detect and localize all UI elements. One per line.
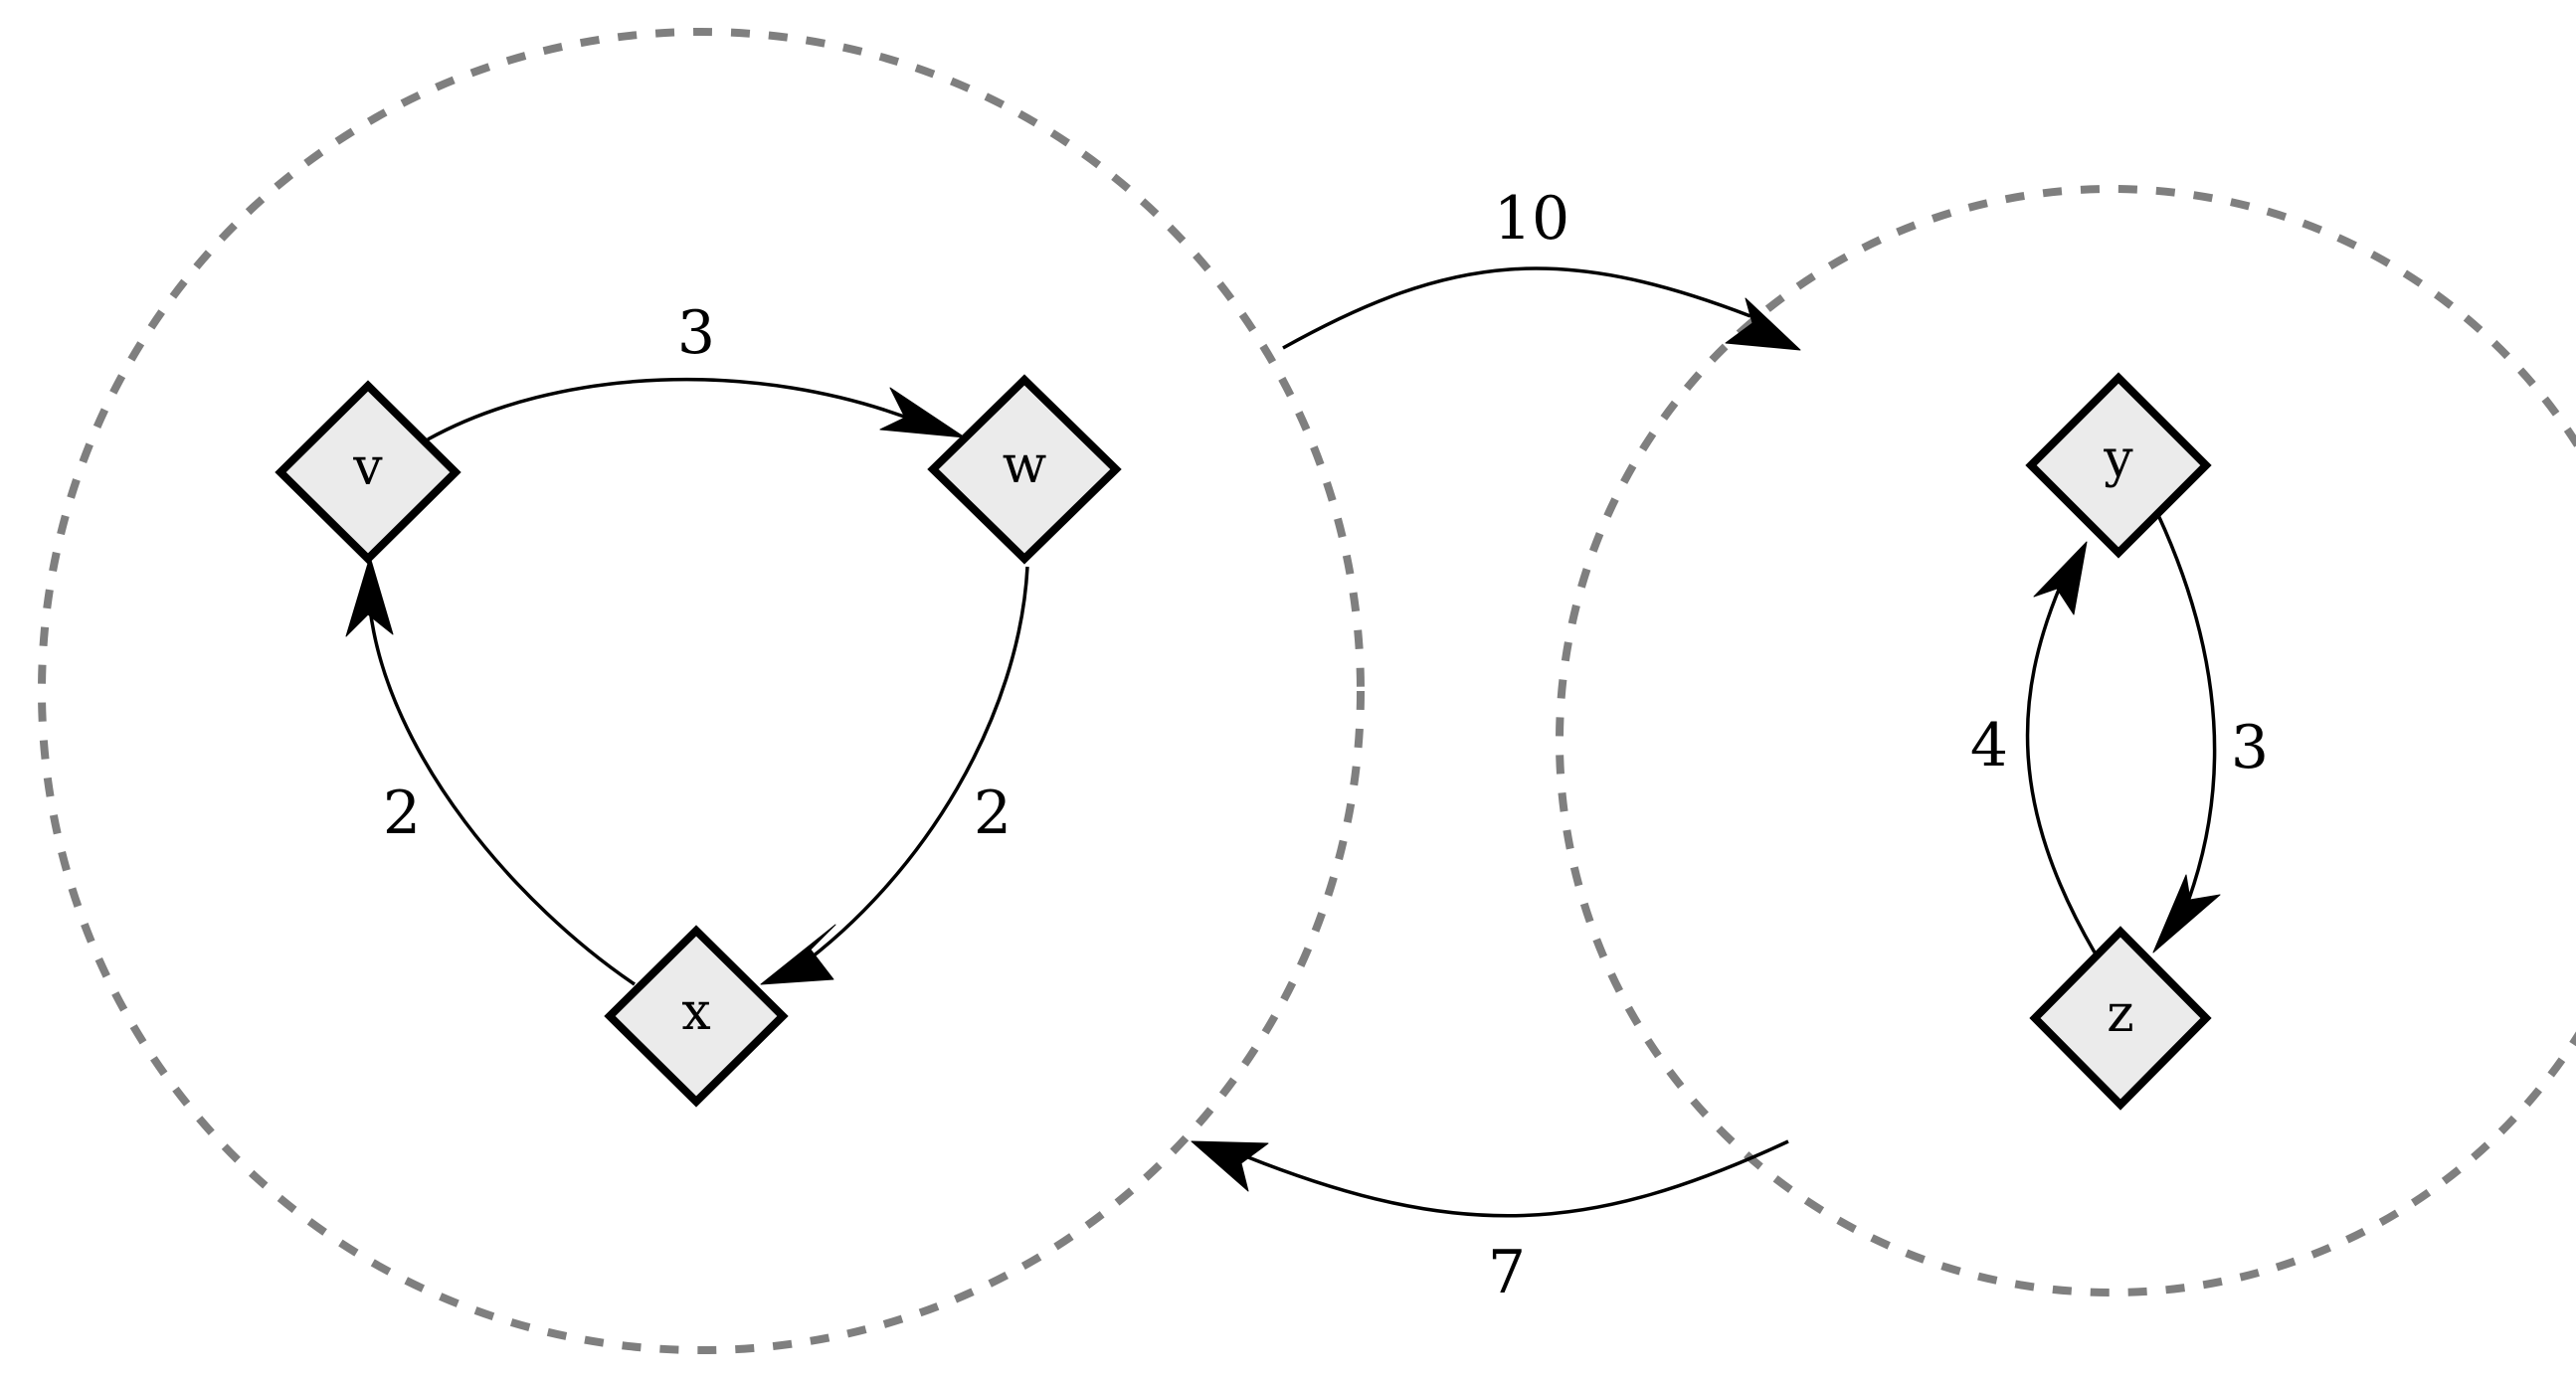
edge-z-y-arrowhead [2033,541,2088,615]
cluster-right-boundary [1556,185,2576,1296]
edge-v-w: 3 [427,298,966,441]
edge-v-w-line [427,377,921,441]
edge-right-left: 7 [1191,1139,1789,1307]
edge-w-x: 2 [760,566,1029,985]
edge-z-y-label: 4 [1970,711,2008,780]
edge-left-right: 10 [1282,184,1801,351]
edge-right-left-arrowhead [1191,1140,1269,1192]
node-v-diamond [275,380,461,565]
edge-left-right-line [1282,266,1751,350]
edge-x-v-label: 2 [383,778,421,848]
node-z-diamond [2029,926,2212,1111]
edge-right-left-label: 7 [1488,1238,1526,1307]
edge-w-x-line [794,566,1029,971]
node-y-diamond [2025,372,2212,559]
edge-v-w-arrowhead [879,387,966,438]
edge-z-y: 4 [1970,541,2097,953]
cluster-left-boundary [38,28,1365,1354]
node-w-label: w [1003,435,1047,495]
edge-z-y-line [2025,584,2097,953]
edge-left-right-arrowhead [1725,297,1801,351]
node-y-label: y [2103,430,2133,489]
edge-w-x-label: 2 [974,778,1012,848]
node-x[interactable]: x [604,925,789,1108]
edge-x-v-line [368,607,636,986]
edge-right-left-line [1242,1139,1789,1218]
edge-y-z: 3 [2152,514,2269,953]
cluster-left [38,28,1365,1354]
edge-v-w-label: 3 [677,298,715,368]
node-x-label: x [681,982,710,1042]
edge-x-v: 2 [345,556,636,986]
edge-y-z-line [2156,514,2217,908]
edge-w-x-arrowhead [760,924,836,985]
node-w-diamond [927,374,1122,565]
edge-y-z-arrowhead [2152,874,2221,953]
edge-y-z-label: 3 [2231,713,2269,782]
node-w[interactable]: w [927,374,1122,565]
node-y[interactable]: y [2025,372,2212,559]
node-v-label: v [352,437,383,497]
node-z[interactable]: z [2029,926,2212,1111]
node-z-label: z [2107,984,2133,1044]
cluster-right [1556,185,2576,1296]
node-v[interactable]: v [275,380,461,565]
edge-x-v-arrowhead [345,556,394,637]
node-x-diamond [604,925,789,1108]
edge-left-right-label: 10 [1494,184,1569,254]
